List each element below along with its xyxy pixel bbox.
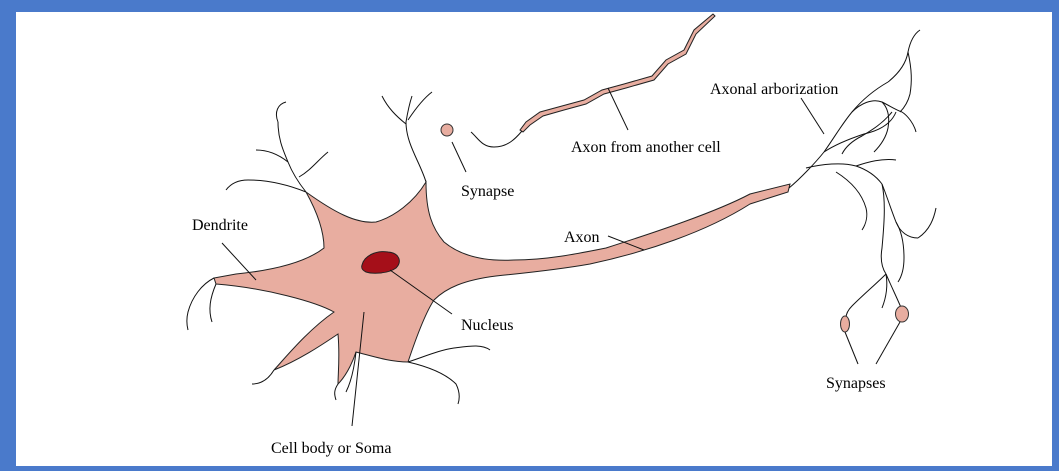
synapse-left: [841, 316, 850, 332]
synapse-right: [896, 306, 909, 322]
diagram-panel: Axonal arborization Axon from another ce…: [16, 12, 1052, 466]
label-axon-from-another-cell: Axon from another cell: [571, 139, 721, 156]
synapse-terminal: [441, 124, 453, 136]
label-synapses: Synapses: [826, 375, 886, 392]
label-synapse: Synapse: [461, 183, 514, 200]
label-nucleus: Nucleus: [461, 317, 513, 334]
incoming-axon: [520, 14, 715, 132]
label-axon: Axon: [564, 229, 600, 246]
cell-body: [214, 182, 790, 384]
label-dendrite: Dendrite: [192, 217, 248, 234]
label-axonal-arborization: Axonal arborization: [710, 81, 838, 98]
label-cell-body: Cell body or Soma: [271, 440, 391, 457]
axonal-arborization-branches: [789, 30, 936, 318]
neuron-diagram: Axonal arborization Axon from another ce…: [16, 12, 1052, 466]
incoming-axon-terminal: [471, 131, 522, 147]
